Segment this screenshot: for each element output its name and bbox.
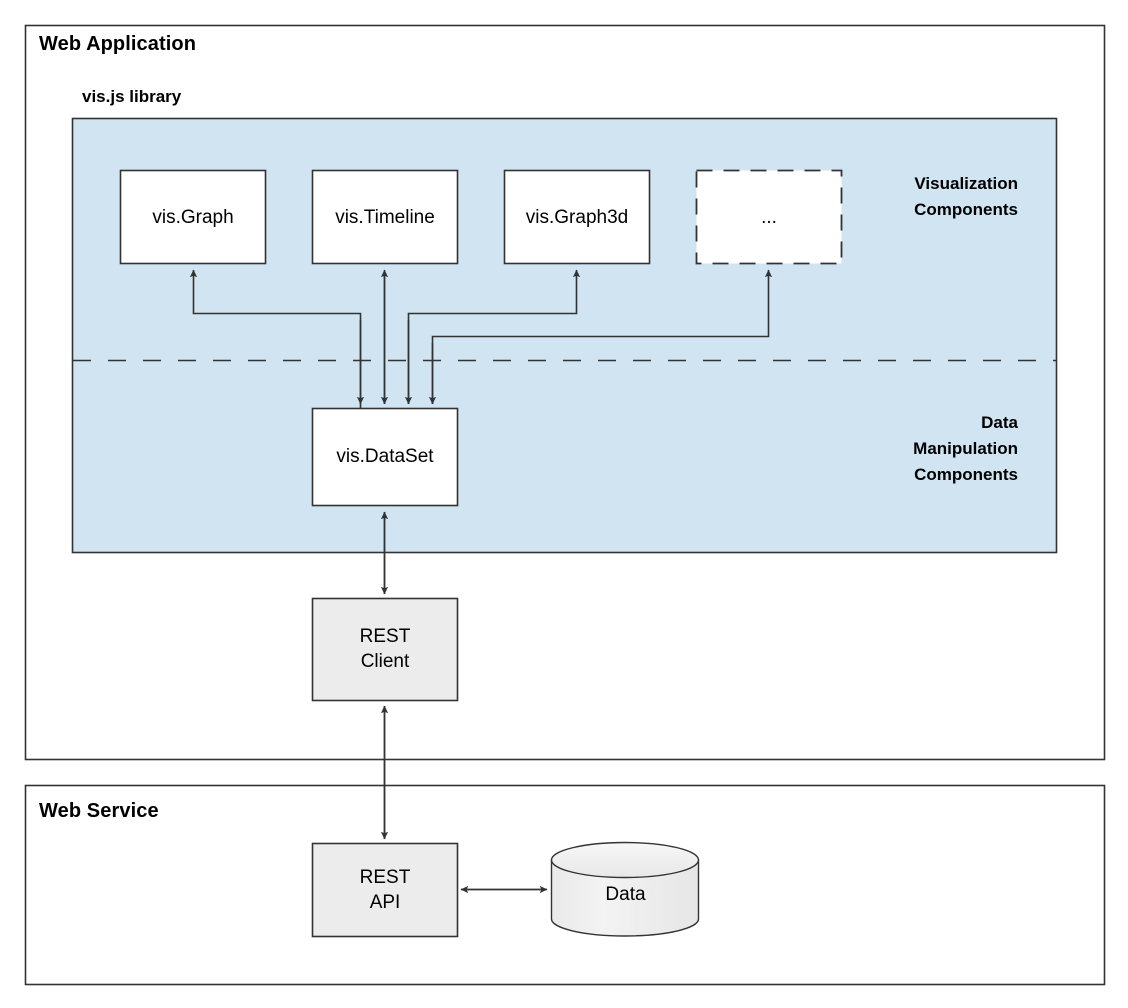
zone-label-data-line2: Manipulation [913,439,1018,458]
rest-client-line1: REST [359,626,411,647]
rest-api-line1: REST [359,867,411,888]
zone-label-visualization-line1: Visualization [914,174,1018,193]
connector-dataset-more [428,269,773,405]
connector-dataset-visgraph3d [404,269,581,405]
node-rest-client [311,597,459,702]
node-label-vis-graph: vis.Graph [152,207,234,228]
visjs-library-title: vis.js library [82,87,182,106]
rest-client-line2: Client [360,651,410,672]
node-label-more: ... [761,207,777,228]
zone-label-data-line3: Components [914,465,1018,484]
node-label-data-store: Data [605,884,646,905]
zone-label-data-line1: Data [981,413,1018,432]
node-vis-timeline [311,169,459,265]
node-more [695,169,843,265]
node-label-vis-timeline: vis.Timeline [335,207,435,228]
web-service-title: Web Service [39,800,159,822]
node-label-rest-api: REST API [312,865,458,915]
connector-dataset-visgraph [189,269,365,408]
node-label-vis-dataset: vis.DataSet [336,446,434,467]
zone-label-visualization-line2: Components [914,200,1018,219]
web-application-title: Web Application [39,33,197,55]
node-rest-api [311,842,459,938]
rest-api-line2: API [369,892,401,913]
node-vis-graph [119,169,267,265]
node-data-store [550,841,700,937]
node-label-rest-client: REST Client [312,624,458,674]
node-vis-dataset [311,407,459,507]
node-vis-graph3d [503,169,651,265]
node-label-vis-graph3d: vis.Graph3d [525,207,629,228]
